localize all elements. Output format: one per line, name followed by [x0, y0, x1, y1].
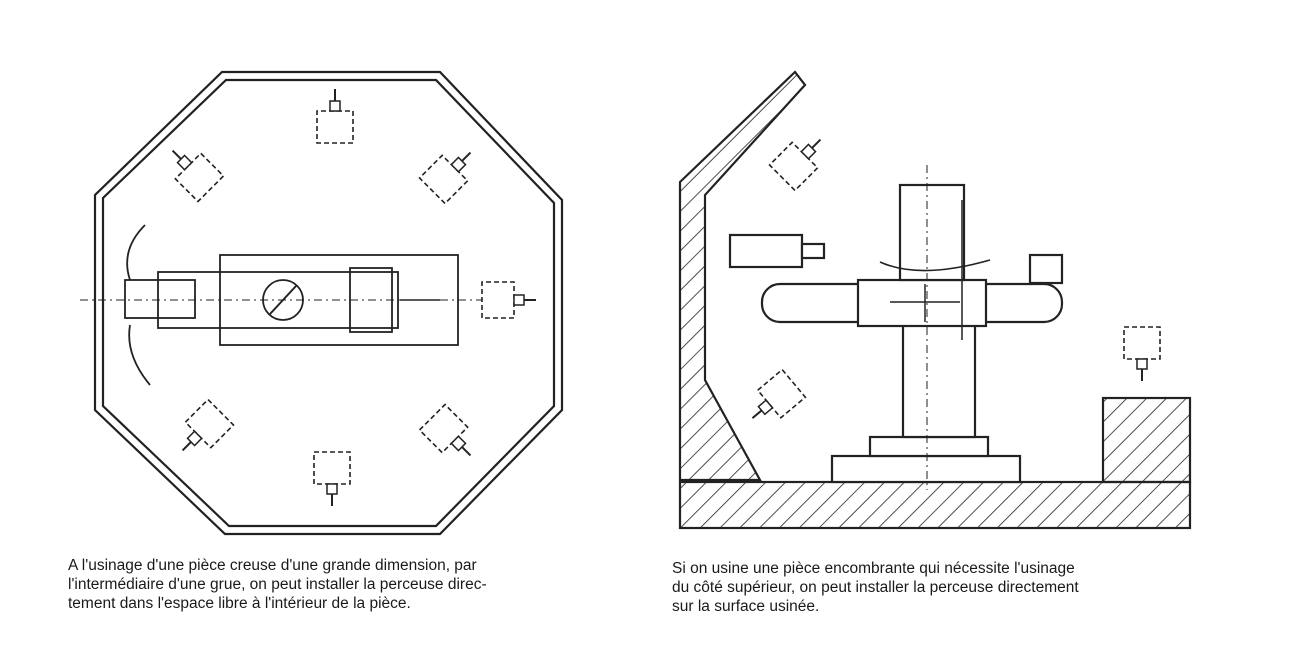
drill-head-left — [124, 279, 196, 319]
caption-line: A l'usinage d'une pièce creuse d'une gra… — [68, 557, 477, 574]
caption-line: du côté supérieur, on peut installer la … — [672, 579, 1079, 596]
motor-head — [898, 183, 966, 282]
arm-carriage — [856, 278, 988, 328]
caption-line: Si on usine une pièce encombrante qui né… — [672, 560, 1075, 577]
base-lower — [830, 454, 1022, 484]
side-drill-head — [728, 233, 804, 269]
octagon-outer-wall — [93, 70, 564, 536]
counterweight — [1028, 253, 1064, 285]
column — [901, 318, 977, 439]
hatched-workpiece — [1101, 396, 1192, 484]
hatched-floor — [678, 480, 1192, 530]
octagon-inner-wall — [101, 78, 556, 528]
hatched-wall — [678, 70, 807, 482]
caption-line: sur la surface usinée. — [672, 598, 820, 615]
caption-left: A l'usinage d'une pièce creuse d'une gra… — [68, 556, 487, 613]
caption-right: Si on usine une pièce encombrante qui né… — [672, 559, 1079, 616]
caption-line: l'intermédiaire d'une grue, on peut inst… — [68, 576, 487, 593]
octagon-figure — [80, 70, 564, 536]
base-upper — [868, 435, 990, 458]
elevation-figure — [678, 70, 1192, 530]
caption-line: tement dans l'espace libre à l'intérieur… — [68, 595, 411, 612]
